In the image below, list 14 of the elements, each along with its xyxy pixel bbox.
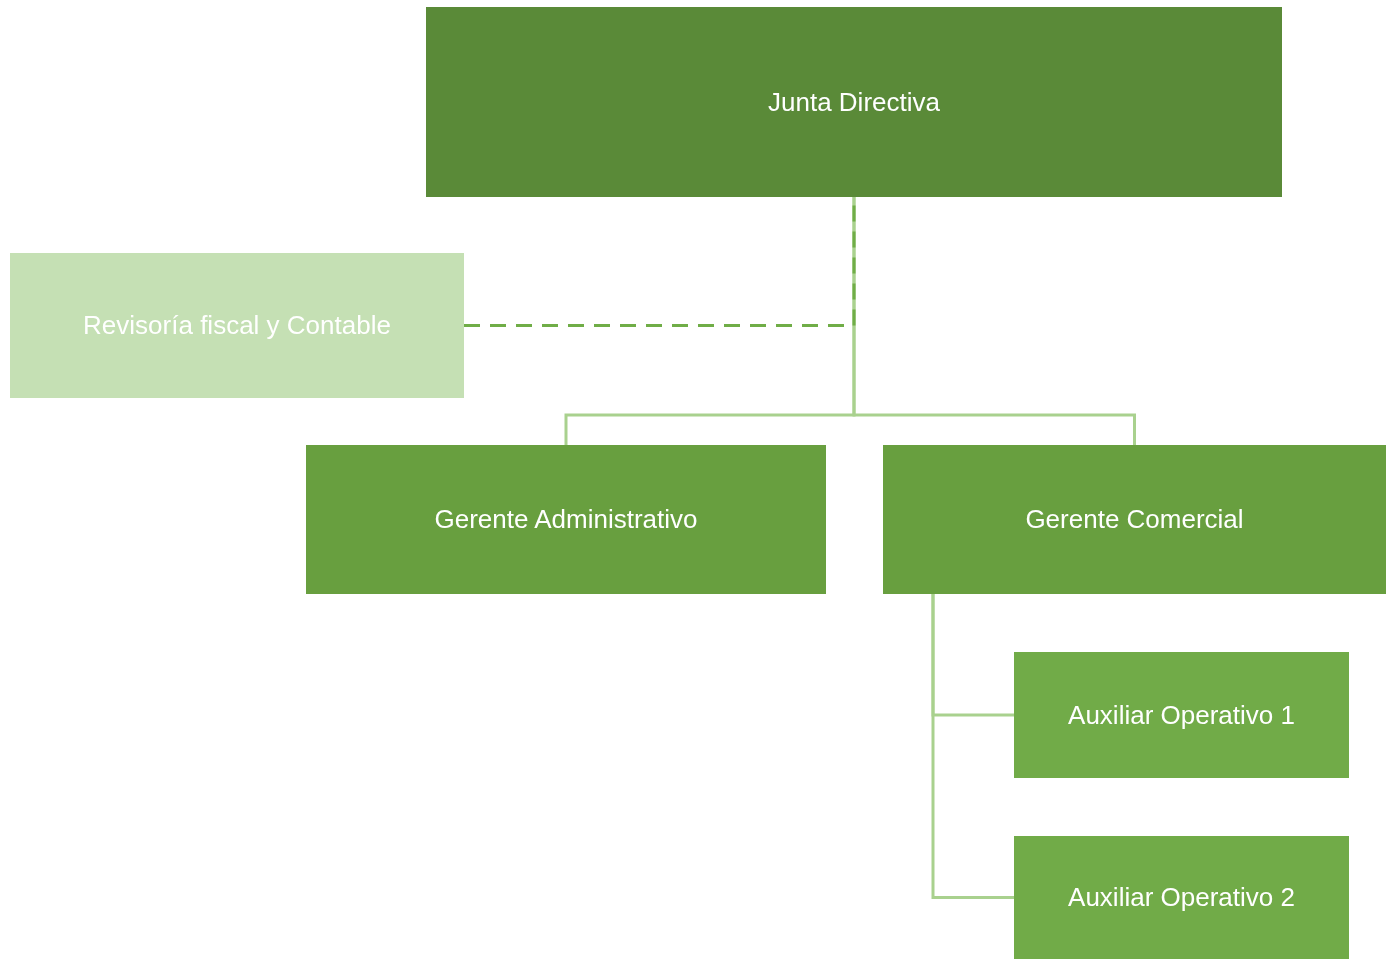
- role-title: Gerente Comercial: [1025, 504, 1244, 535]
- connector-line: [931, 594, 1014, 899]
- org-box: [883, 445, 1386, 594]
- role-title: Junta Directiva: [768, 86, 940, 118]
- org-box: [1014, 836, 1349, 959]
- role-title: Revisoría fiscal y Contable: [83, 310, 391, 341]
- connector-line: [852, 197, 1136, 445]
- org-box: [426, 7, 1282, 197]
- org-box: [10, 253, 464, 398]
- role-title: Auxiliar Operativo 2: [1068, 882, 1295, 913]
- org-box: [306, 445, 826, 594]
- role-title: Auxiliar Operativo 1: [1068, 699, 1295, 731]
- role-title: Gerente Administrativo: [434, 504, 698, 535]
- org-box: [1014, 652, 1349, 778]
